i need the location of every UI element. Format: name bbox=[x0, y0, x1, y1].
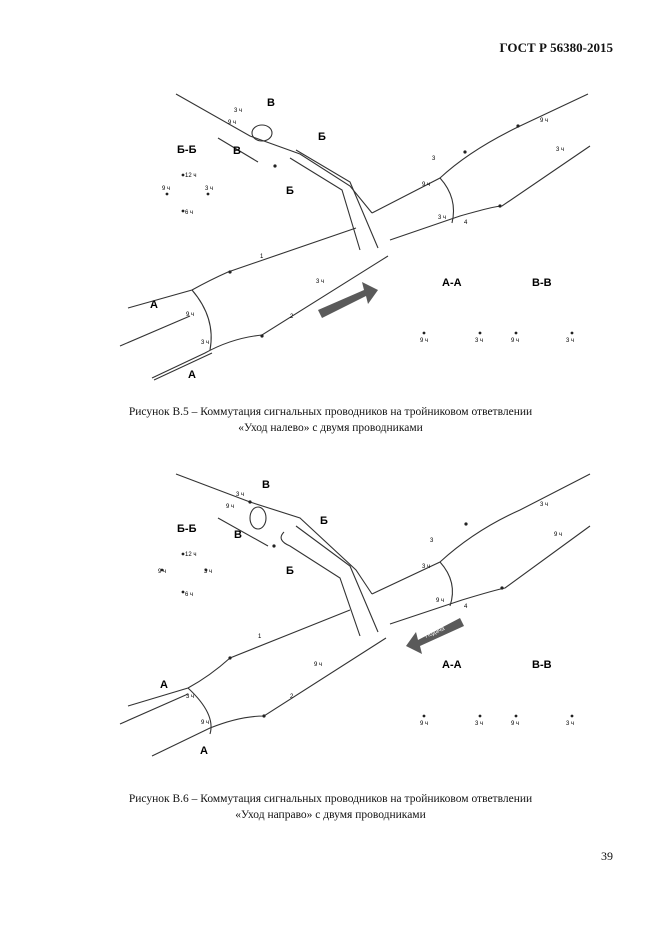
section-b-label: Б bbox=[320, 515, 328, 527]
clock-6: 6 ч bbox=[185, 592, 193, 598]
clock-9-left: 9 ч bbox=[186, 312, 194, 318]
figure-b5-caption: Рисунок В.5 – Коммутация сигнальных пров… bbox=[0, 404, 661, 436]
section-aa-title: А-А bbox=[442, 277, 462, 289]
clock-9: 9 ч bbox=[158, 569, 166, 575]
pipe-left-bottom bbox=[119, 693, 189, 725]
aa-clock-9: 9 ч bbox=[420, 338, 428, 344]
pipe-left-bottom bbox=[119, 315, 191, 347]
section-v-label-2: В bbox=[234, 529, 242, 541]
pipe-right-lower bbox=[389, 525, 591, 625]
section-v-label: В bbox=[262, 479, 270, 491]
clock-12: 12 ч bbox=[185, 552, 196, 558]
weld-right bbox=[439, 177, 455, 224]
caption-line-2: «Уход направо» с двумя проводниками bbox=[235, 809, 426, 821]
aa-clock-9: 9 ч bbox=[420, 721, 428, 727]
section-bb-title: Б-Б bbox=[177, 523, 197, 535]
vv-clock-9: 9 ч bbox=[511, 721, 519, 727]
branch-lower bbox=[217, 137, 259, 163]
clock-12: 12 ч bbox=[185, 173, 196, 179]
section-a-label: А bbox=[160, 679, 168, 691]
section-b-label-2: Б bbox=[286, 565, 294, 577]
figure-b6-drawing: Подача А А В В Б Б Б-Б А-А В-В 12 ч 9 ч … bbox=[119, 473, 591, 757]
branch-inner bbox=[280, 531, 361, 637]
aa-clock-3: 3 ч bbox=[475, 338, 483, 344]
document-header: ГОСТ Р 56380-2015 bbox=[499, 40, 613, 55]
weld-left bbox=[187, 687, 212, 735]
caption-line-2: «Уход налево» с двумя проводниками bbox=[238, 422, 423, 434]
clock-3-right: 3 ч bbox=[422, 564, 430, 570]
pipe-left-upper bbox=[127, 609, 351, 707]
section-a-label-2: А bbox=[200, 745, 208, 757]
pipe-right-upper bbox=[371, 93, 589, 214]
marker-4: 4 bbox=[464, 220, 468, 226]
branch-valve bbox=[249, 506, 267, 530]
pipe-right-upper bbox=[371, 473, 591, 595]
pipe-left-upper bbox=[127, 227, 357, 309]
branch-upper bbox=[175, 473, 373, 595]
figure-b5: Подача А А В В Б Б Б-Б А-А В-В 12 ч 9 ч … bbox=[0, 78, 661, 398]
clock-9: 9 ч bbox=[162, 186, 170, 192]
section-v-label-2: В bbox=[233, 145, 241, 157]
figure-b6: Подача А А В В Б Б Б-Б А-А В-В 12 ч 9 ч … bbox=[0, 466, 661, 786]
clock-9-right: 9 ч bbox=[422, 182, 430, 188]
marker-1: 1 bbox=[258, 634, 262, 640]
caption-line-1: Рисунок В.5 – Коммутация сигнальных пров… bbox=[128, 406, 533, 418]
branch-inner2 bbox=[295, 525, 379, 633]
flow-arrow: Подача bbox=[406, 618, 464, 654]
clock-9-top: 9 ч bbox=[554, 532, 562, 538]
clock-9-mid: 9 ч bbox=[314, 662, 322, 668]
branch-valve bbox=[251, 124, 273, 142]
clock-3-mid: 3 ч bbox=[316, 279, 324, 285]
clock-3-top: 3 ч bbox=[556, 147, 564, 153]
section-a-label-2: А bbox=[188, 369, 196, 381]
vv-clock-3: 3 ч bbox=[566, 721, 574, 727]
clock-9-left: 9 ч bbox=[201, 720, 209, 726]
marker-2: 2 bbox=[290, 694, 294, 700]
pipe-left-bottom2 bbox=[153, 352, 213, 381]
clock-9-branch: 9 ч bbox=[226, 504, 234, 510]
marker-3: 3 bbox=[430, 538, 434, 544]
section-vv-title: В-В bbox=[532, 659, 552, 671]
branch-lower bbox=[217, 517, 269, 547]
clock-9-right: 9 ч bbox=[436, 598, 444, 604]
clock-3: 3 ч bbox=[205, 186, 213, 192]
aa-clock-3: 3 ч bbox=[475, 721, 483, 727]
marker-1: 1 bbox=[260, 254, 264, 260]
page-number: 39 bbox=[601, 849, 613, 863]
clock-3-left: 3 ч bbox=[201, 340, 209, 346]
clock-3-right: 3 ч bbox=[438, 215, 446, 221]
section-a-label: А bbox=[150, 299, 158, 311]
branch-inner bbox=[289, 157, 361, 251]
clock-3-left: 3 ч bbox=[186, 694, 194, 700]
caption-line-1: Рисунок В.6 – Коммутация сигнальных пров… bbox=[128, 793, 533, 805]
clock-3-top: 3 ч bbox=[540, 502, 548, 508]
weld-right bbox=[439, 561, 453, 607]
section-aa-title: А-А bbox=[442, 659, 462, 671]
clock-9-top: 9 ч bbox=[540, 118, 548, 124]
section-v-label: В bbox=[267, 97, 275, 109]
section-b-label-2: Б bbox=[286, 185, 294, 197]
vv-clock-9: 9 ч bbox=[511, 338, 519, 344]
clock-3: 3 ч bbox=[204, 569, 212, 575]
section-vv-title: В-В bbox=[532, 277, 552, 289]
section-b-label: Б bbox=[318, 131, 326, 143]
flow-arrow: Подача bbox=[318, 282, 378, 318]
marker-4: 4 bbox=[464, 604, 468, 610]
branch-inner2 bbox=[295, 149, 379, 249]
marker-2: 2 bbox=[290, 314, 294, 320]
figure-b6-caption: Рисунок В.6 – Коммутация сигнальных пров… bbox=[0, 791, 661, 823]
branch-upper bbox=[175, 93, 373, 214]
clock-3-branch: 3 ч bbox=[234, 108, 242, 114]
vv-clock-3: 3 ч bbox=[566, 338, 574, 344]
pipe-right-lower bbox=[389, 145, 591, 241]
section-bb-title: Б-Б bbox=[177, 144, 197, 156]
marker-3: 3 bbox=[432, 156, 436, 162]
figure-b5-drawing: Подача А А В В Б Б Б-Б А-А В-В 12 ч 9 ч … bbox=[119, 93, 591, 381]
clock-6: 6 ч bbox=[185, 210, 193, 216]
weld-left bbox=[191, 289, 212, 351]
clock-3-branch: 3 ч bbox=[236, 492, 244, 498]
clock-9-branch: 9 ч bbox=[228, 120, 236, 126]
